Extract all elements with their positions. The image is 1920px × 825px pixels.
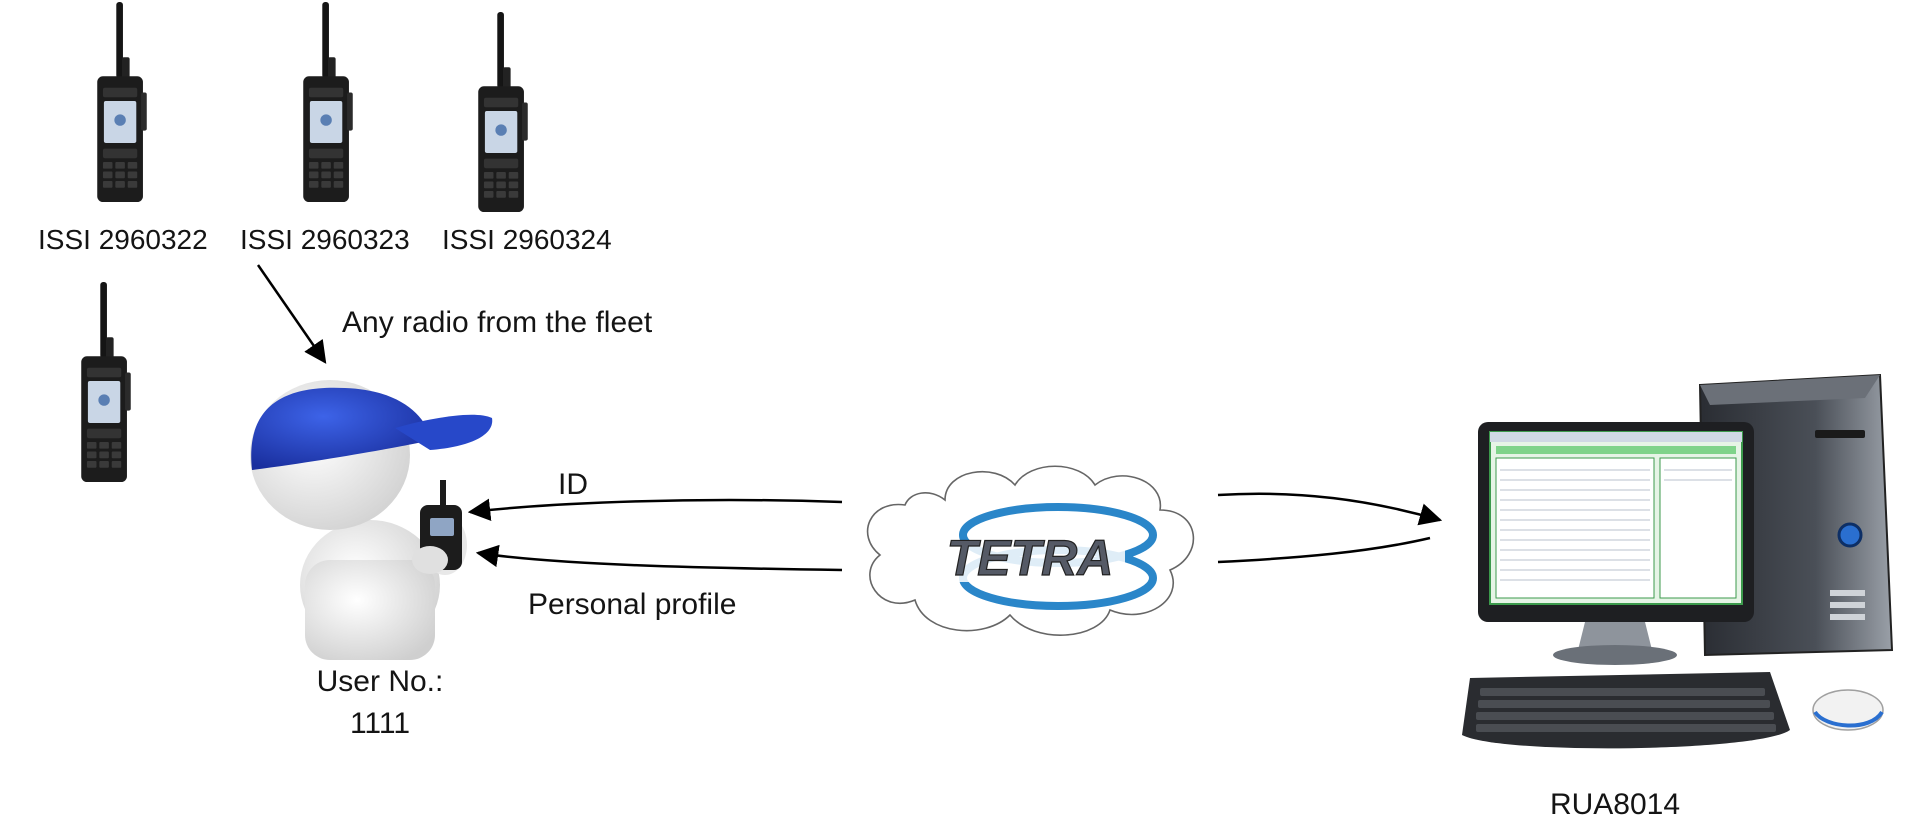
radio-icon <box>478 12 528 212</box>
fleet-arrow <box>256 264 327 364</box>
user-number-label: User No.: <box>316 665 444 698</box>
tetra-cloud-icon: TETRA <box>866 465 1195 636</box>
fleet-label: Any radio from the fleet <box>342 306 653 339</box>
radio-icon <box>97 2 147 202</box>
downlink-arrow <box>1217 536 1431 564</box>
id-label: ID <box>558 468 588 501</box>
user-figure-icon <box>250 380 493 660</box>
computer-icon <box>1462 373 1894 749</box>
computer-label: RUA8014 <box>1549 788 1681 821</box>
profile-label: Personal profile <box>528 588 737 621</box>
issi-label: ISSI 2960324 <box>442 224 612 255</box>
issi-label: ISSI 2960322 <box>38 224 208 255</box>
user-number-value: 1111 <box>349 707 411 740</box>
id-arrow <box>467 498 843 521</box>
radio-icon <box>81 282 131 482</box>
profile-arrow <box>475 544 843 572</box>
uplink-arrow <box>1217 492 1443 526</box>
tetra-logo-text: TETRA <box>947 530 1114 586</box>
issi-label: ISSI 2960323 <box>240 224 410 255</box>
radio-icon <box>303 2 353 202</box>
